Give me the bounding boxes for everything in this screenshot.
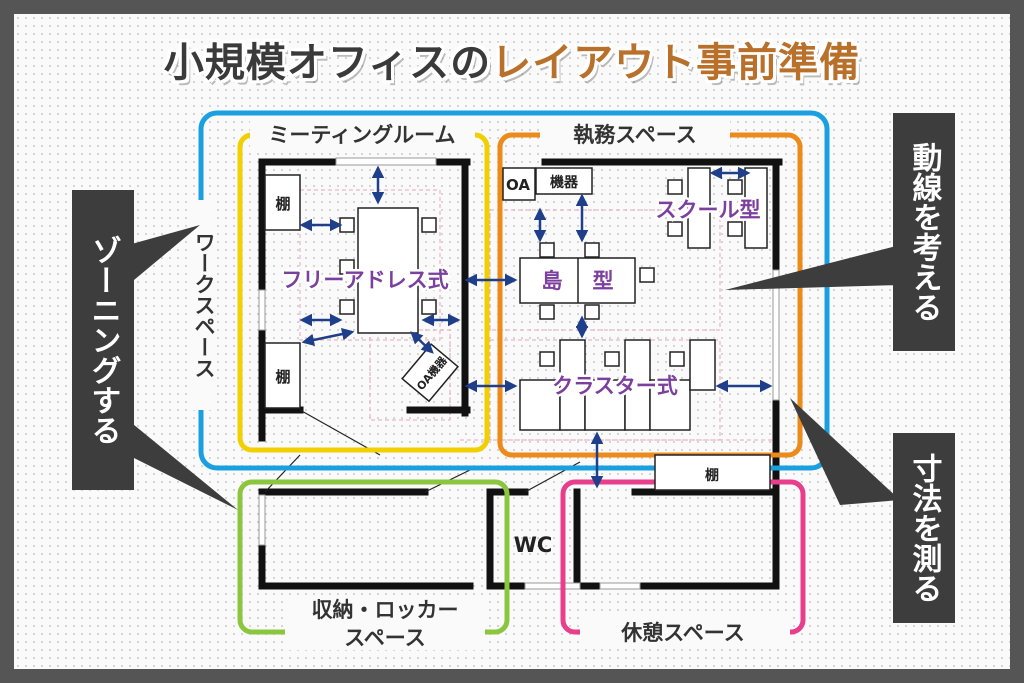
cluster-label: クラスター式 [552, 374, 678, 398]
title-accent: レイアウト事前準備 [491, 40, 861, 86]
title-main: 小規模オフィスの [163, 40, 492, 86]
shelf-label-1: 棚 [275, 195, 290, 213]
page-title: 小規模オフィスのレイアウト事前準備 [0, 30, 1024, 88]
diagram-panel [14, 14, 1010, 669]
meeting-furniture [264, 174, 459, 409]
island-label-2: 型 [593, 269, 614, 293]
free-address-label: フリーアドレス式 [281, 268, 448, 292]
flow-arrows [299, 165, 773, 489]
measure-callout-text: 寸法を測る [907, 453, 943, 603]
school-label: スクール型 [656, 198, 761, 222]
meeting-zone-label: ミーティングルーム [268, 123, 455, 147]
shelf-label-2: 棚 [275, 368, 290, 386]
lounge-zone [560, 479, 806, 635]
flow-callout-text: 動線を考える [907, 142, 943, 322]
shelf-label-3: 棚 [705, 467, 719, 484]
windows [258, 157, 780, 590]
storage-zone-label-2: スペース [344, 626, 425, 650]
callouts [72, 113, 955, 623]
zoning-callout [72, 190, 134, 490]
office-furniture [502, 167, 771, 491]
layout-labels: フリーアドレス式 島 型 スクール型 クラスター式 [279, 196, 763, 401]
wc-label: WC [514, 533, 553, 557]
workspace-zone-label: ワークスペース [192, 232, 216, 379]
lounge-zone-label: 休憩スペース [620, 621, 744, 645]
zoning-callout-text: ゾーニングする [86, 235, 121, 445]
measure-callout [893, 433, 955, 623]
equipment-label: 機器 [550, 174, 579, 191]
storage-zone-label-1: 収納・ロッカー [312, 598, 459, 622]
oa-label: OA [506, 176, 530, 194]
island-label-1: 島 [542, 269, 563, 293]
flow-callout [893, 113, 955, 351]
office-zone-label: 執務スペース [573, 123, 696, 147]
